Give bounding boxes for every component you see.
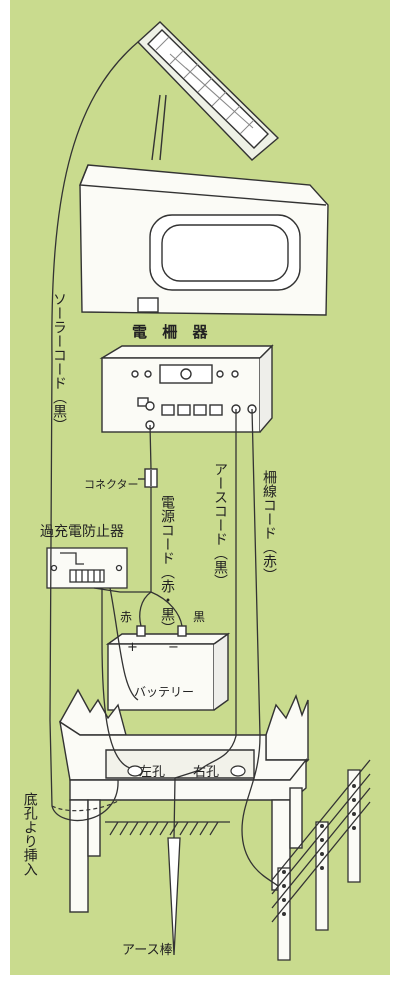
background-panel bbox=[10, 0, 390, 975]
black-terminal-label: 黒 bbox=[193, 610, 206, 624]
minus-sign: − bbox=[168, 640, 179, 655]
overcharge-protector bbox=[46, 547, 128, 589]
bottom-hole-insert-label: 底孔より挿入 bbox=[21, 792, 38, 876]
wooden-stand bbox=[59, 688, 310, 913]
battery bbox=[105, 625, 231, 711]
device-label: 電 柵 器 bbox=[132, 323, 213, 341]
left-hole-label: 左孔 bbox=[139, 765, 166, 780]
enclosure-box bbox=[78, 164, 329, 316]
earth-rod-label: アース棒 bbox=[122, 943, 173, 958]
power-cord-line bbox=[93, 424, 152, 593]
battery-label: バッテリー bbox=[134, 685, 195, 699]
right-hole-label: 右孔 bbox=[193, 765, 220, 780]
connector-label: コネクター bbox=[84, 478, 139, 491]
dashed-insert-line bbox=[51, 799, 121, 812]
power-cord-label: 電源コード（赤・黒） bbox=[159, 495, 175, 635]
stand-holes bbox=[127, 765, 246, 777]
red-terminal-label: 赤 bbox=[120, 610, 133, 624]
fence-cord-label: 柵線コード（赤） bbox=[261, 470, 277, 582]
cables bbox=[49, 41, 279, 887]
earth-cord-line bbox=[173, 409, 237, 839]
earth-cord-label: アースコード（黒） bbox=[212, 462, 228, 588]
overcharge-protector-label: 過充電防止器 bbox=[40, 524, 124, 540]
plus-sign: + bbox=[127, 640, 138, 655]
solar-cord-line bbox=[49, 41, 139, 822]
solar-panel bbox=[136, 21, 280, 161]
controller-device bbox=[99, 344, 274, 433]
solar-cord-label: ソーラーコード（黒） bbox=[51, 292, 67, 432]
fence-posts bbox=[271, 759, 371, 961]
fence-cord-line bbox=[241, 408, 279, 887]
diagram-canvas bbox=[10, 0, 390, 975]
